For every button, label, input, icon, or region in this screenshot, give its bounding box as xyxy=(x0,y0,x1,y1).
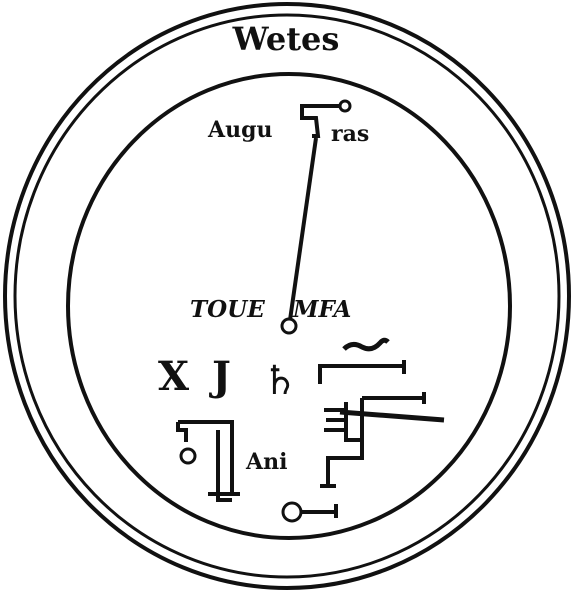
seal-title: Wetes xyxy=(232,20,340,58)
label-ani: Ani xyxy=(245,449,287,475)
label-augu: Augu xyxy=(207,117,272,143)
label-ras: ras xyxy=(331,121,369,147)
tilde-mark xyxy=(344,340,388,349)
outer-ring-inner xyxy=(15,15,559,577)
bottom-key xyxy=(283,503,338,521)
right-sigil xyxy=(320,360,444,486)
label-toue: TOUE xyxy=(190,296,265,323)
outer-ring xyxy=(5,4,569,588)
glyph-saturn: ♄ xyxy=(262,357,298,404)
glyph-chi: X xyxy=(158,353,189,400)
label-mfa: MFA xyxy=(292,296,351,323)
glyph-iota: J xyxy=(209,353,231,400)
left-sigil xyxy=(178,422,240,500)
inner-ring xyxy=(68,74,510,538)
